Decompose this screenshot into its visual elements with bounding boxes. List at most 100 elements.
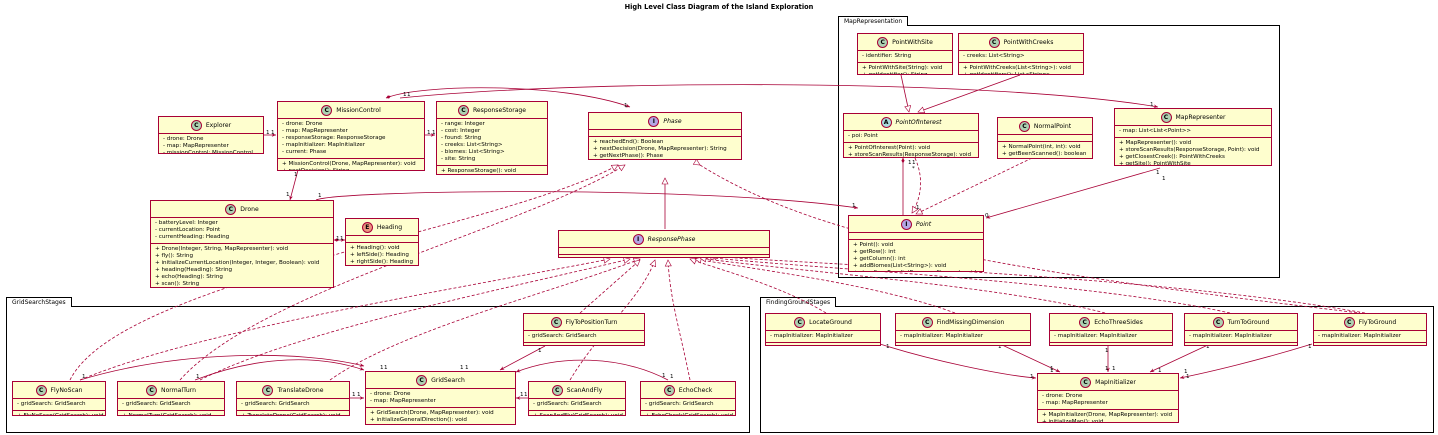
field: - gridSearch: GridSearch	[645, 401, 714, 407]
class-name: ResponseStorage	[472, 106, 527, 114]
method: + fly(): String	[155, 253, 194, 259]
class-fields: - gridSearch: GridSearch	[118, 399, 224, 410]
field: - mapInitializer: MapInitializer	[770, 333, 854, 339]
field: - gridSearch: GridSearch	[17, 401, 86, 407]
method: + GridSearch(Drone, MapRepresenter): voi…	[370, 410, 494, 416]
stereotype-icon: C	[1080, 376, 1092, 388]
edge-translatedrone-responsephase	[329, 259, 640, 381]
multiplicity-label: 1	[916, 205, 920, 211]
class-methods: + FlyToGround(MapInitializer): void	[1314, 342, 1426, 345]
class-methods: + EchoCheck(GridSearch): void	[641, 410, 735, 415]
class-name: FlyToGround	[1358, 318, 1397, 326]
multiplicity-label: 1	[286, 192, 290, 198]
multiplicity-label: 1	[1308, 344, 1312, 350]
multiplicity-label: 1	[520, 392, 524, 398]
multiplicity-label: 1	[460, 365, 464, 371]
field: - map: List<List<Point>>	[1119, 128, 1192, 134]
multiplicity-label: 1	[1186, 374, 1190, 380]
stereotype-icon: C	[794, 316, 806, 328]
class-methods: + FlyToPositionTurn(GridSearch): void	[524, 342, 644, 346]
method: + initializeCurrentLocation(Integer, Int…	[155, 260, 320, 266]
stereotype-icon: C	[146, 384, 158, 396]
multiplicity-label: 1	[538, 348, 542, 354]
class-methods: + TranslateDrone(GridSearch): void	[237, 410, 349, 415]
package-label: GridSearchStages	[6, 297, 72, 307]
stereotype-icon: E	[361, 221, 373, 233]
method: + FlyNoScan(GridSearch): void	[17, 413, 104, 416]
multiplicity-label: 1	[384, 365, 388, 371]
multiplicity-label: 1	[1030, 374, 1034, 380]
class-methods: + ResponseStorage(): void+ storeResponse…	[437, 165, 547, 174]
stereotype-icon: C	[550, 316, 562, 328]
method: + scan(): String	[155, 281, 200, 287]
class-methods: + ScanAndFly(GridSearch): void	[529, 410, 625, 415]
field: - drone: Drone	[1042, 393, 1083, 399]
class-name: PointWithCreeks	[1003, 38, 1054, 46]
method: + processResponse(ResponseStorage, Drone…	[563, 257, 765, 258]
class-methods: + NormalPoint(int, int): void+ getBeenSc…	[998, 141, 1092, 158]
method: + initializeGeneralDirection(): void	[370, 417, 467, 423]
method: + storeScanResults(ResponseStorage): voi…	[848, 152, 972, 158]
multiplicity-label: 1	[908, 160, 912, 166]
class-methods: + MapInitializer(Drone, MapRepresenter):…	[1038, 409, 1178, 422]
method: + foundClosestCreek(MapRepresenter): Boo…	[370, 424, 511, 425]
multiplicity-label: 1	[912, 160, 916, 166]
diagram-title: High Level Class Diagram of the Island E…	[624, 3, 814, 11]
class-fields: - range: Integer- cost: Integer- found: …	[437, 119, 547, 165]
edge-flytopositionturn-gridsearch	[499, 345, 546, 371]
stereotype-icon: C	[877, 36, 889, 48]
multiplicity-label: 1	[624, 103, 628, 109]
class-methods: + LocateGround(MapInitializer): void	[766, 342, 880, 345]
multiplicity-label: 1	[336, 236, 340, 242]
stereotype-icon: C	[416, 374, 428, 386]
field: - found: String	[441, 135, 482, 141]
method: + getBeenScanned(): boolean	[1002, 151, 1087, 157]
method: + Heading(): void	[350, 245, 400, 251]
edge-normalpoint-point	[916, 157, 1033, 214]
multiplicity-label: 1	[340, 236, 344, 242]
method: + FlyToPositionTurn(GridSearch): void	[528, 345, 640, 346]
field: - mapInitializer: MapInitializer	[1054, 333, 1138, 339]
stereotype-icon: I	[632, 233, 644, 245]
class-fields: - drone: Drone- map: MapRepresenter- res…	[278, 119, 424, 158]
stereotype-icon: C	[663, 384, 675, 396]
class-methods: + EchoThreeSides(MapInitializer): void	[1050, 342, 1172, 345]
multiplicity-label: 1	[1050, 366, 1054, 372]
multiplicity-label: 1	[380, 365, 384, 371]
edge-flytoground-responsephase	[710, 256, 1366, 314]
multiplicity-label: 1	[403, 92, 407, 98]
edge-normalturn-responsephase	[199, 259, 630, 381]
